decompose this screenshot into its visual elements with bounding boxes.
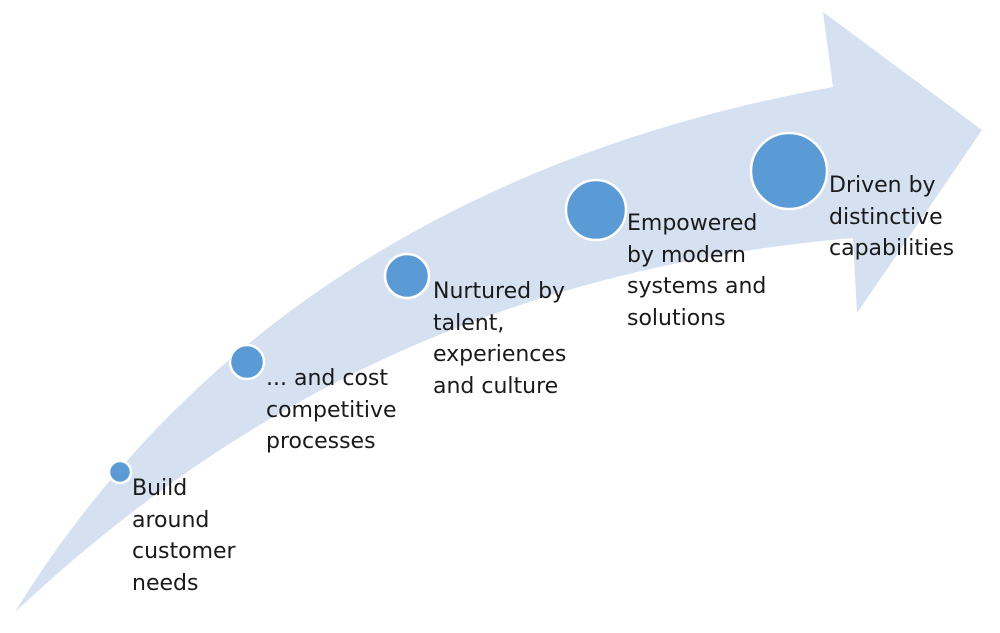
step-label-systems: Empowered by modern systems and solution… (627, 211, 767, 331)
curved-arrow (15, 12, 982, 612)
step-dot-2 (228, 343, 266, 381)
step-label-processes: ... and cost competitive processes (266, 366, 397, 454)
step-dot-1 (107, 459, 133, 485)
step-dot-5 (749, 131, 829, 211)
step-label-build: Build around customer needs (132, 476, 236, 596)
step-label-capabilities: Driven by distinctive capabilities (829, 173, 955, 261)
step-label-talent: Nurtured by talent, experiences and cult… (433, 279, 567, 399)
step-dot-4 (564, 178, 628, 242)
step-dot-3 (383, 252, 431, 300)
